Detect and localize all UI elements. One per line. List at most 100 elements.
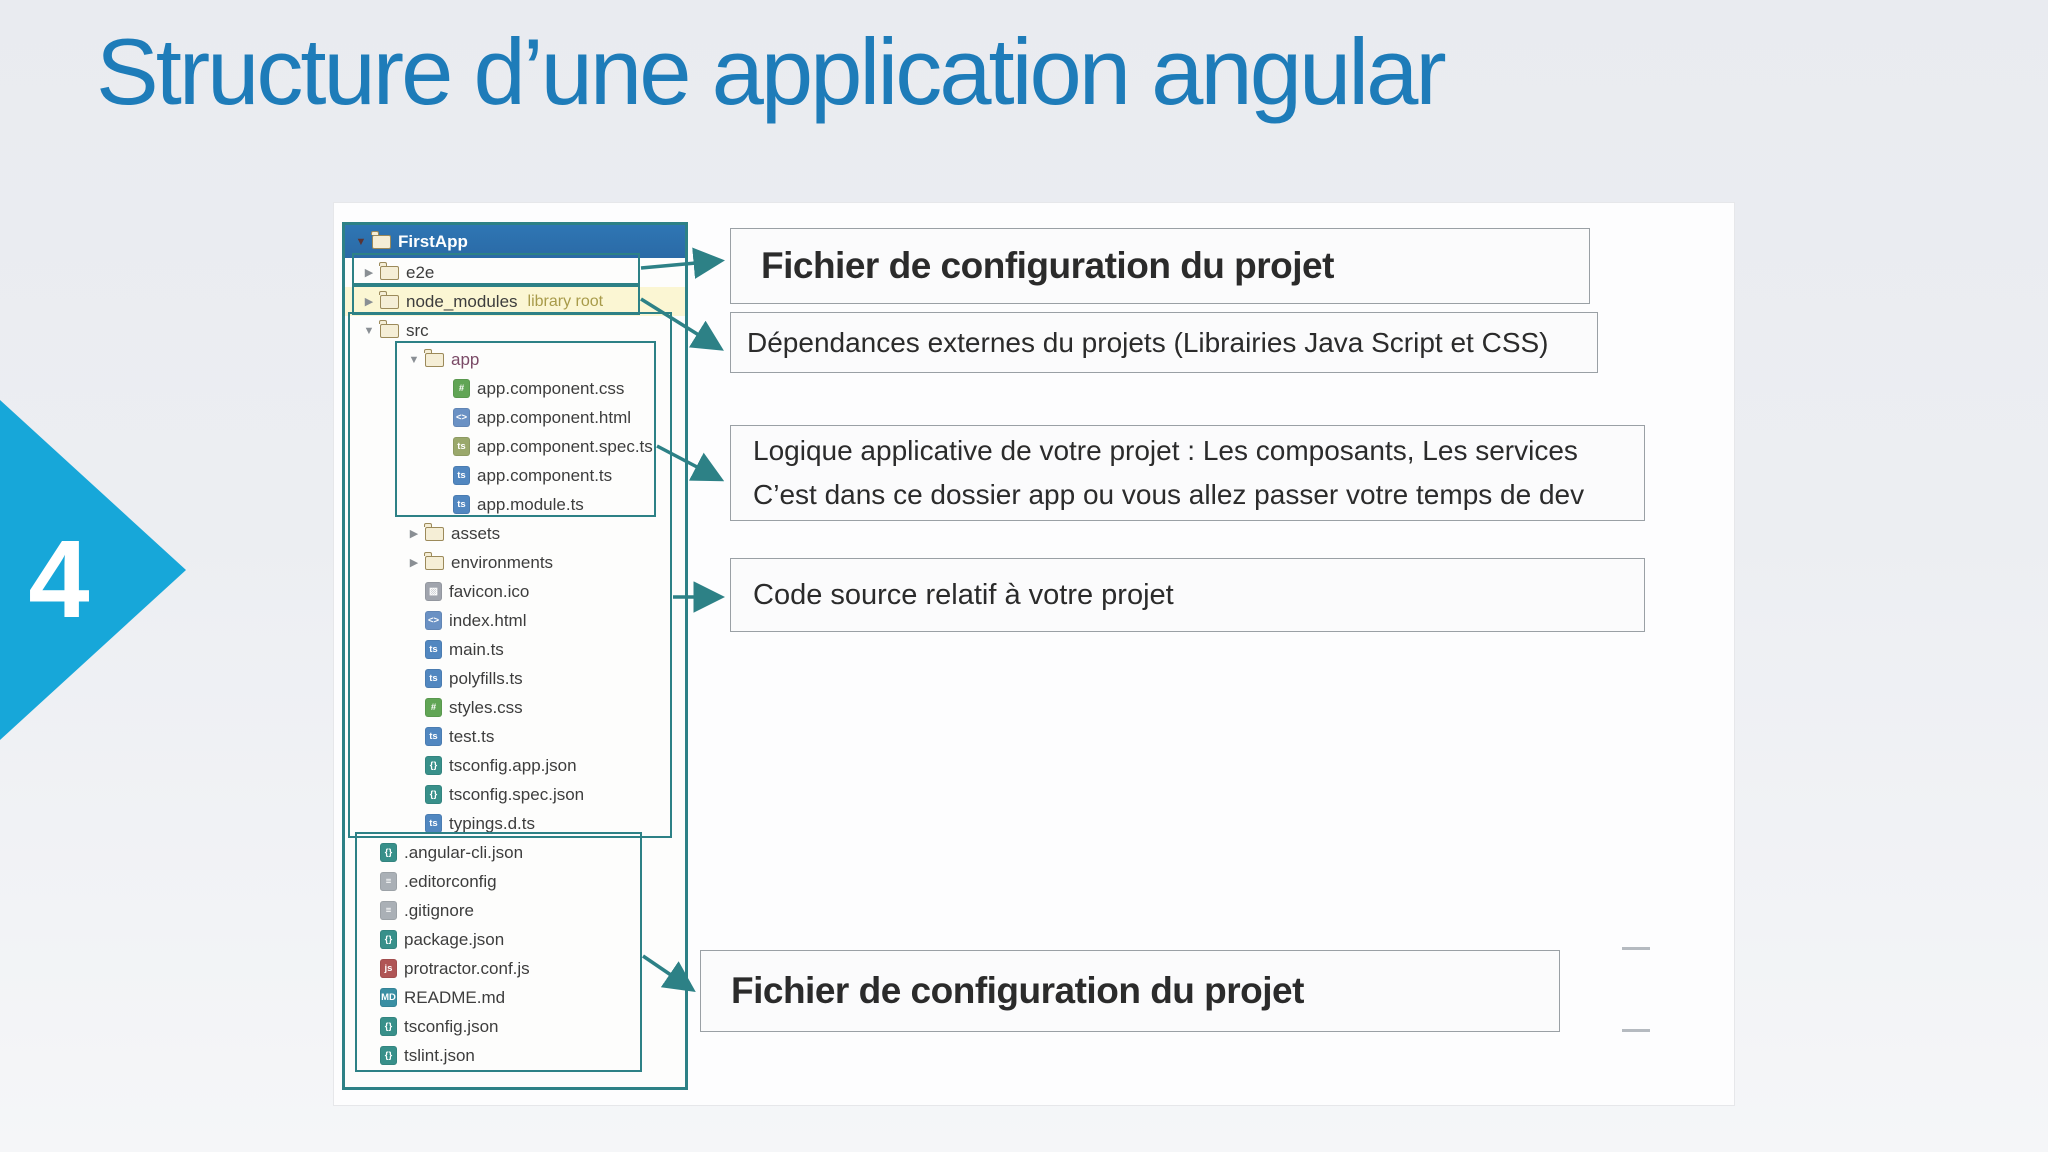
tree-item-label: app.module.ts (477, 494, 584, 514)
json-file-icon: {} (380, 930, 397, 949)
folder-icon (371, 230, 391, 249)
chevron-collapsed-icon[interactable]: ▶ (364, 267, 374, 279)
annotation-dependencies: Dépendances externes du projets (Librair… (730, 312, 1598, 373)
ts-file-icon: ts (425, 814, 442, 833)
chevron-collapsed-icon[interactable]: ▶ (364, 296, 374, 308)
tree-row[interactable]: ▼ app (345, 345, 685, 374)
tree-row[interactable]: ▶<>app.component.html (345, 403, 685, 432)
tree-row[interactable]: ▶ environments (345, 548, 685, 577)
folder-icon (424, 522, 444, 541)
tree-item-label: app (451, 349, 480, 369)
folder-icon (424, 551, 444, 570)
tree-item-label: app.component.html (477, 407, 632, 427)
json-file-icon: {} (380, 843, 397, 862)
tree-item-label: package.json (404, 929, 505, 949)
group-box-app (395, 341, 656, 517)
json-file-icon: {} (380, 1017, 397, 1036)
html-file-icon: <> (425, 611, 442, 630)
tree-item-suffix: library root (527, 292, 604, 310)
group-box-node-modules (352, 285, 640, 315)
tree-row[interactable]: ▶{}package.json (345, 925, 685, 954)
tree-row[interactable]: ▶e2e (345, 258, 685, 287)
tree-item-label: README.md (404, 987, 506, 1007)
tree-row[interactable]: ▶{}tsconfig.spec.json (345, 780, 685, 809)
tree-item-label: app.component.ts (477, 465, 613, 485)
tree-root-label: FirstApp (398, 231, 468, 251)
tree-row[interactable]: ▶ node_modules library root (345, 287, 685, 316)
tree-item-label: app.component.css (477, 378, 625, 398)
tree-item-label: src (406, 320, 429, 340)
annotation-text: Code source relatif à votre projet (753, 578, 1174, 611)
group-box-root-files (355, 832, 642, 1072)
tree-root-row[interactable]: ▼ FirstApp (345, 225, 685, 258)
tree-item-label: typings.d.ts (449, 813, 535, 833)
tree-row[interactable]: ▶#app.component.css (345, 374, 685, 403)
tree-item-label: styles.css (449, 697, 523, 717)
tree-row[interactable]: ▶▨favicon.ico (345, 577, 685, 606)
tree-row[interactable]: ▶#styles.css (345, 693, 685, 722)
ts-file-icon: ts (453, 466, 470, 485)
annotation-text: Fichier de configuration du projet (761, 245, 1334, 286)
spec-file-icon: ts (453, 437, 470, 456)
tree-row[interactable]: ▶ assets (345, 519, 685, 548)
folder-icon (424, 348, 444, 367)
chevron-collapsed-icon[interactable]: ▶ (409, 528, 419, 540)
html-file-icon: <> (453, 408, 470, 427)
tree-row[interactable]: ▶{}.angular-cli.json (345, 838, 685, 867)
tree-item-label: polyfills.ts (449, 668, 523, 688)
ts-file-icon: ts (425, 640, 442, 659)
tree-row[interactable]: ▶<>index.html (345, 606, 685, 635)
tree-item-label: tsconfig.app.json (449, 755, 577, 775)
js-file-icon: js (380, 959, 397, 978)
tree-item-label: favicon.ico (449, 581, 530, 601)
annotation-text: Fichier de configuration du projet (731, 970, 1304, 1011)
tree-row[interactable]: ▶{}tsconfig.app.json (345, 751, 685, 780)
tree-item-label: node_modules (406, 291, 518, 311)
tree-item-label: .editorconfig (404, 871, 497, 891)
tree-item-label: .gitignore (404, 900, 474, 920)
tree-item-label: main.ts (449, 639, 504, 659)
tree-row[interactable]: ▶{}tslint.json (345, 1041, 685, 1070)
tree-row[interactable]: ▼ src (345, 316, 685, 345)
chevron-expanded-icon[interactable]: ▼ (363, 324, 375, 337)
json-file-icon: {} (425, 756, 442, 775)
json-file-icon: {} (425, 785, 442, 804)
chevron-collapsed-icon[interactable]: ▶ (409, 557, 419, 569)
tree-row[interactable]: ▶{}tsconfig.json (345, 1012, 685, 1041)
tree-item-label: test.ts (449, 726, 495, 746)
group-box-src (348, 312, 672, 838)
tree-row[interactable]: ▶≡.editorconfig (345, 867, 685, 896)
annotation-app-logic: Logique applicative de votre projet : Le… (730, 425, 1645, 521)
chevron-expanded-icon[interactable]: ▼ (408, 353, 420, 366)
annotation-source-code: Code source relatif à votre projet (730, 558, 1645, 632)
text-file-icon: ≡ (380, 872, 397, 891)
tree-item-label: environments (451, 552, 554, 572)
tree-item-label: index.html (449, 610, 527, 630)
tree-item-label: assets (451, 523, 501, 543)
ts-file-icon: ts (453, 495, 470, 514)
cropped-box-dash-top (1622, 947, 1650, 950)
ts-file-icon: ts (425, 727, 442, 746)
tree-item-label: tsconfig.json (404, 1016, 499, 1036)
tree-row[interactable]: ▶≡.gitignore (345, 896, 685, 925)
tree-item-label: tsconfig.spec.json (449, 784, 585, 804)
tree-item-label: app.component.spec.ts (477, 436, 653, 456)
text-file-icon: ≡ (380, 901, 397, 920)
group-box-e2e (352, 253, 640, 285)
annotation-config-top: Fichier de configuration du projet (730, 228, 1590, 304)
chevron-expanded-icon[interactable]: ▼ (355, 235, 367, 248)
ts-file-icon: ts (425, 669, 442, 688)
annotation-text: Dépendances externes du projets (Librair… (747, 326, 1549, 358)
css-file-icon: # (453, 379, 470, 398)
